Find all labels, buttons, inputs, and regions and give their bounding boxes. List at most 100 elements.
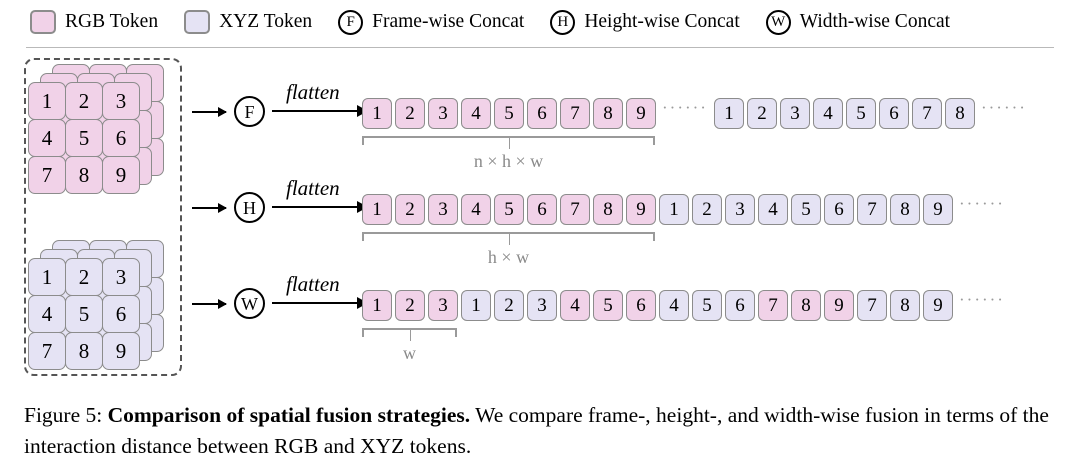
bracket-label: n × h × w bbox=[473, 151, 544, 171]
rgb-token-cell: 8 bbox=[65, 156, 103, 194]
circle-h-icon: H bbox=[550, 9, 576, 35]
bracket-tick-r bbox=[455, 328, 457, 337]
flatten-arrow bbox=[272, 296, 368, 311]
xyz-token: 1 bbox=[713, 97, 744, 129]
rgb-token: 1 bbox=[362, 97, 392, 129]
rgb-token: 5 bbox=[494, 97, 524, 129]
xyz-token: 2 bbox=[746, 97, 777, 129]
source-tokens-dashed-box bbox=[24, 58, 182, 376]
legend-item-h: H Height-wise Concat bbox=[550, 9, 740, 35]
bracket-tick-l bbox=[362, 136, 364, 145]
rgb-token: 6 bbox=[527, 193, 557, 225]
rgb-token: 8 bbox=[593, 193, 623, 225]
rgb-token-cell: 3 bbox=[102, 82, 140, 120]
xyz-token: 4 bbox=[812, 97, 843, 129]
rgb-token-cell: 6 bbox=[102, 119, 140, 157]
circle-w-icon: W bbox=[765, 9, 791, 35]
rgb-token-cell: 7 bbox=[28, 156, 66, 194]
rgb-token: 5 bbox=[494, 193, 524, 225]
xyz-token: 7 bbox=[911, 97, 942, 129]
input-arrow-w bbox=[192, 299, 227, 309]
ellipsis: ······ bbox=[980, 98, 1027, 117]
flatten-arrow bbox=[272, 104, 368, 119]
xyz-token-cell: 4 bbox=[28, 295, 66, 333]
rgb-token: 4 bbox=[461, 97, 491, 129]
rgb-token: 3 bbox=[428, 193, 458, 225]
xyz-token-cell: 2 bbox=[65, 258, 103, 296]
bracket-tick-r bbox=[653, 136, 655, 145]
caption-title: Comparison of spatial fusion strategies. bbox=[107, 403, 471, 427]
bracket-stem bbox=[508, 136, 511, 149]
rgb-token: 2 bbox=[395, 97, 425, 129]
xyz-token-cell: 6 bbox=[102, 295, 140, 333]
rgb-token: 8 bbox=[593, 97, 623, 129]
xyz-token: 7 bbox=[857, 289, 887, 321]
rgb-token: 2 bbox=[395, 289, 425, 321]
legend-item-w: W Width-wise Concat bbox=[765, 9, 951, 35]
blue-square-icon bbox=[184, 10, 211, 34]
rgb-token: 3 bbox=[428, 289, 458, 321]
rgb-token: 5 bbox=[593, 289, 623, 321]
xyz-token: 5 bbox=[692, 289, 722, 321]
ellipsis: ······ bbox=[662, 98, 708, 117]
mode-circle-f: F bbox=[234, 96, 265, 127]
input-arrow-f bbox=[192, 107, 227, 117]
xyz-token-cell: 3 bbox=[102, 258, 140, 296]
mode-circle-h: H bbox=[234, 192, 265, 223]
xyz-token-cell: 9 bbox=[102, 332, 140, 370]
flatten-arrow bbox=[272, 200, 368, 215]
rgb-token: 1 bbox=[362, 289, 392, 321]
xyz-token: 8 bbox=[890, 193, 920, 225]
bracket-label: h × w bbox=[487, 247, 530, 267]
legend-label: Height-wise Concat bbox=[584, 11, 740, 32]
xyz-token: 8 bbox=[944, 97, 975, 129]
legend-item-f: F Frame-wise Concat bbox=[338, 9, 525, 35]
legend-label: Frame-wise Concat bbox=[372, 11, 525, 32]
rgb-token: 2 bbox=[395, 193, 425, 225]
input-arrow-h bbox=[192, 203, 227, 213]
xyz-token-cell: 7 bbox=[28, 332, 66, 370]
rgb-token: 9 bbox=[626, 97, 656, 129]
ellipsis: ······ bbox=[959, 290, 1005, 309]
flatten-label: flatten bbox=[286, 80, 340, 104]
rgb-token-cell: 9 bbox=[102, 156, 140, 194]
legend-label: XYZ Token bbox=[219, 11, 313, 32]
legend-label: Width-wise Concat bbox=[799, 11, 951, 32]
rgb-token: 3 bbox=[428, 97, 458, 129]
xyz-token: 3 bbox=[779, 97, 810, 129]
ellipsis: ······ bbox=[959, 194, 1005, 213]
xyz-token: 1 bbox=[461, 289, 491, 321]
legend-item-xyz: XYZ Token bbox=[184, 10, 312, 34]
rgb-token: 9 bbox=[626, 193, 656, 225]
rgb-token-cell: 2 bbox=[65, 82, 103, 120]
bracket-tick-l bbox=[362, 328, 364, 337]
xyz-token: 6 bbox=[878, 97, 909, 129]
measure-bracket-h: h × w bbox=[362, 232, 655, 267]
figure-caption: Figure 5: Comparison of spatial fusion s… bbox=[24, 400, 1056, 461]
rgb-token: 7 bbox=[560, 193, 590, 225]
xyz-token-cell: 5 bbox=[65, 295, 103, 333]
xyz-token: 5 bbox=[845, 97, 876, 129]
bracket-stem bbox=[508, 232, 511, 245]
rgb-token: 6 bbox=[626, 289, 656, 321]
rgb-token: 7 bbox=[560, 97, 590, 129]
pink-square-icon bbox=[30, 10, 56, 34]
xyz-token: 5 bbox=[791, 193, 821, 225]
flatten-label: flatten bbox=[286, 272, 340, 296]
bracket-stem bbox=[409, 328, 412, 341]
xyz-token: 9 bbox=[923, 193, 953, 225]
xyz-token: 1 bbox=[659, 193, 689, 225]
xyz-token: 7 bbox=[857, 193, 887, 225]
xyz-token: 8 bbox=[890, 289, 920, 321]
legend: RGB Token XYZ Token F Frame-wise Concat H Hei… bbox=[0, 0, 1080, 44]
legend-item-rgb: RGB Token bbox=[30, 10, 158, 34]
xyz-token-cell: 1 bbox=[28, 258, 66, 296]
xyz-token: 4 bbox=[758, 193, 788, 225]
bracket-tick-r bbox=[653, 232, 655, 241]
rgb-token: 8 bbox=[791, 289, 821, 321]
circle-f-icon: F bbox=[338, 9, 364, 35]
xyz-token: 2 bbox=[692, 193, 722, 225]
